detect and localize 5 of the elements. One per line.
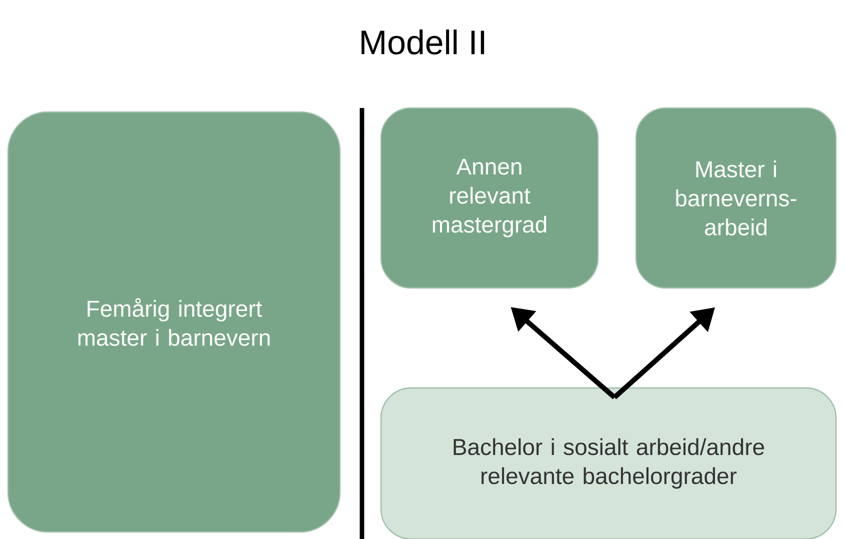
title: Modell II <box>362 30 484 54</box>
rounded-box: Bachelor i sosialt arbeid/andre relevante bachelorgrader <box>380 387 837 539</box>
rounded-box: Master i barneverns-arbeid <box>635 107 837 289</box>
rounded-box: Annen relevant mastergrad <box>380 107 599 289</box>
rounded-box: Femårig integrert master i barnevern <box>7 111 341 533</box>
